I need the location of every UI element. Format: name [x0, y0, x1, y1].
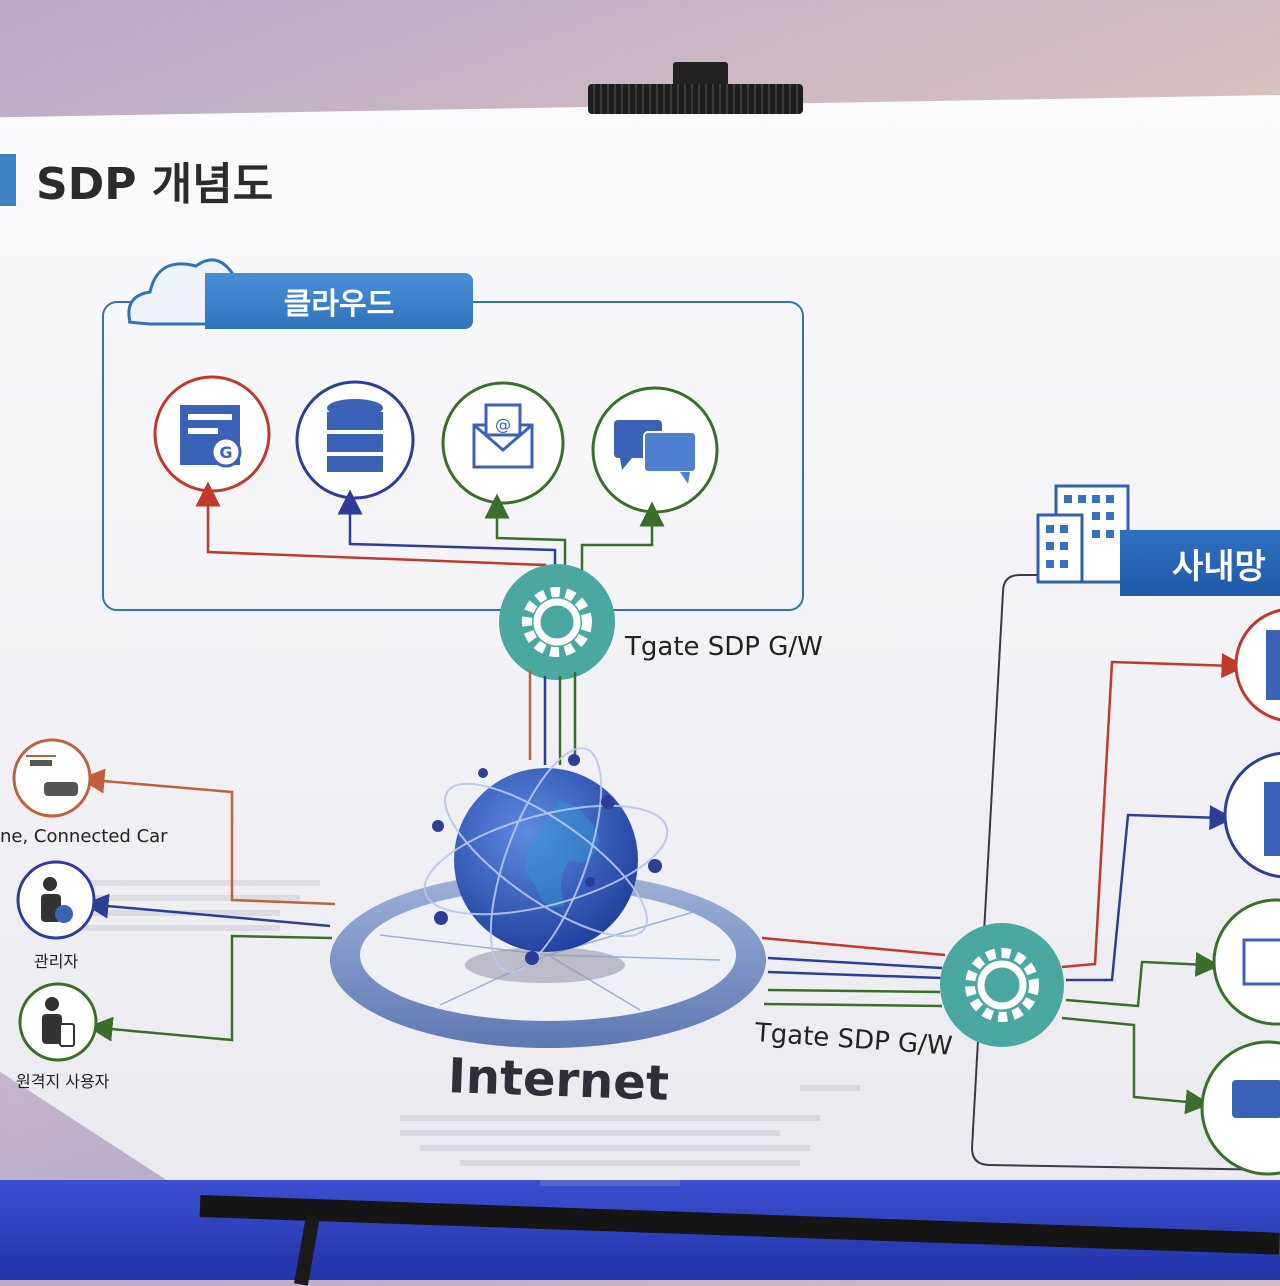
world-map-dots	[20, 880, 860, 1186]
page-title: SDP 개념도	[36, 159, 274, 210]
gateway-top-gear-icon	[499, 564, 615, 680]
client-label-admin: 관리자	[34, 952, 79, 971]
corp-email-icon	[1212, 898, 1280, 1026]
client-label-car: ne, Connected Car	[0, 826, 168, 847]
email-icon: @	[441, 381, 565, 505]
title-block: SDP 개념도	[0, 150, 273, 210]
corp-database-icon	[1223, 751, 1280, 879]
corp-title: 사내망	[1120, 530, 1280, 596]
drone-car-icon	[12, 738, 92, 818]
svg-text:G: G	[219, 443, 232, 462]
chat-icon	[591, 386, 719, 514]
internet-label: Internet	[447, 1048, 670, 1112]
title-accent	[0, 154, 16, 206]
database-icon	[295, 380, 415, 500]
web-server-icon: G	[153, 375, 271, 493]
corp-container	[970, 484, 1280, 1171]
corp-chat-icon	[1200, 1040, 1280, 1176]
gateway-bottom-gear-icon	[940, 923, 1064, 1047]
svg-text:@: @	[495, 415, 511, 434]
internet-globe-icon	[330, 747, 766, 1048]
remote-user-icon	[18, 982, 98, 1062]
board-clip	[588, 62, 803, 120]
gateway-top-label: Tgate SDP G/W	[625, 632, 823, 662]
client-label-remote: 원격지 사용자	[16, 1072, 110, 1091]
cloud-title: 클라우드	[205, 273, 473, 329]
admin-user-icon	[16, 860, 96, 940]
corp-web-server-icon	[1234, 608, 1280, 722]
